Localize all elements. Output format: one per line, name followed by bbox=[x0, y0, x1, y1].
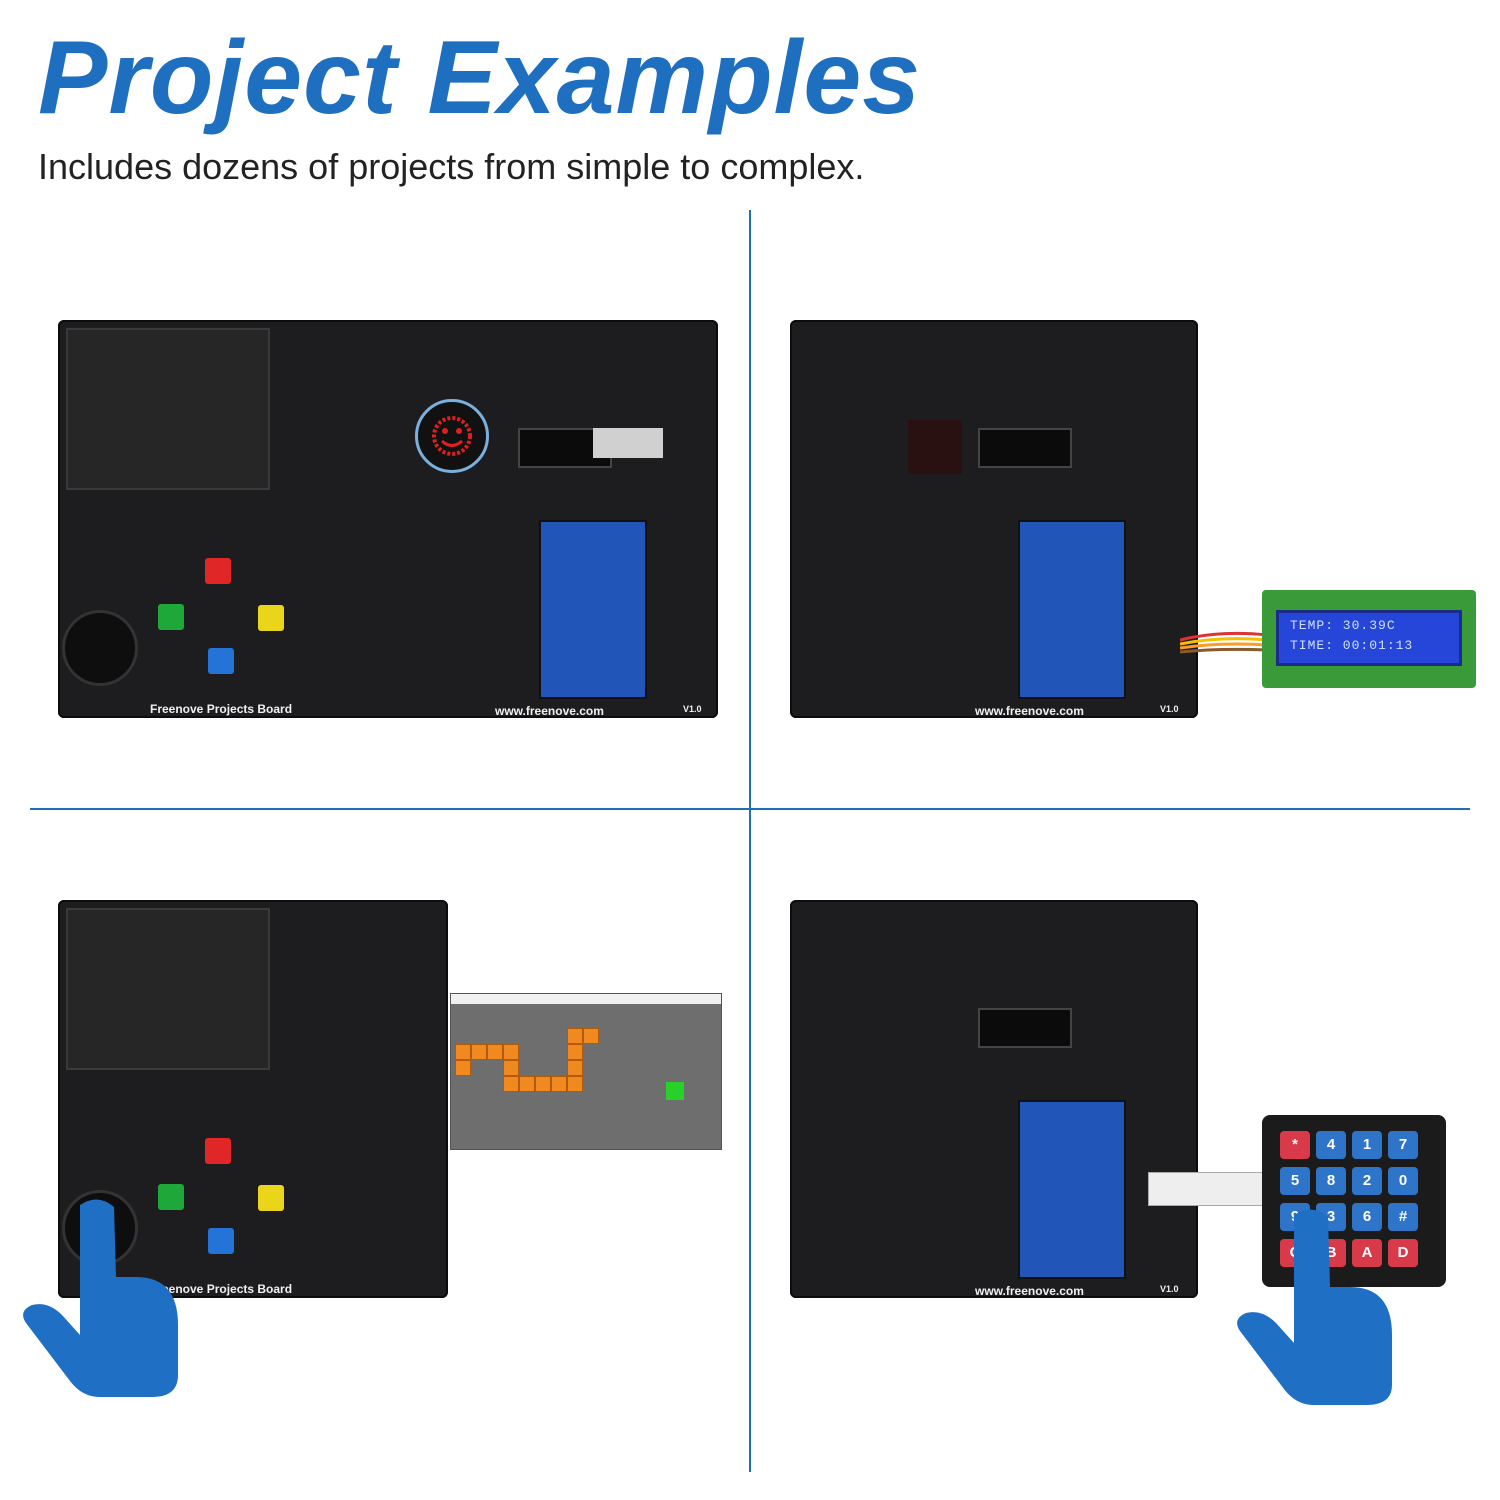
snake-segment bbox=[503, 1044, 519, 1060]
blue-button bbox=[208, 648, 234, 674]
projects-board-keypad: www.freenove.com V1.0 bbox=[790, 900, 1198, 1298]
projects-board-led-matrix: Freenove Projects Board www.freenove.com… bbox=[58, 320, 718, 718]
snake-segment bbox=[551, 1076, 567, 1092]
smiley-icon bbox=[432, 416, 472, 456]
membrane-keypad: * 4 1 7 5 8 2 0 9 3 6 # C B A D bbox=[1262, 1115, 1446, 1287]
lcd-line-2: TIME: 00:01:13 bbox=[1290, 638, 1414, 653]
yellow-button bbox=[258, 605, 284, 631]
snake-segment bbox=[583, 1028, 599, 1044]
keypad-key: 0 bbox=[1388, 1167, 1418, 1195]
board-url: www.freenove.com bbox=[975, 1284, 1084, 1298]
rfid-module bbox=[1018, 1100, 1126, 1279]
snake-segment bbox=[567, 1044, 583, 1060]
hand-pointer-icon bbox=[23, 1199, 178, 1397]
keypad-key: 1 bbox=[1352, 1131, 1382, 1159]
snake-game-window bbox=[450, 993, 722, 1150]
snake-segment bbox=[503, 1076, 519, 1092]
led-matrix bbox=[415, 399, 489, 473]
snake-segment bbox=[535, 1076, 551, 1092]
snake-segment bbox=[567, 1060, 583, 1076]
page-subtitle: Includes dozens of projects from simple … bbox=[38, 146, 865, 187]
green-button bbox=[158, 1184, 184, 1210]
keypad-key: 2 bbox=[1352, 1167, 1382, 1195]
keypad-key: A bbox=[1352, 1239, 1382, 1267]
board-version: V1.0 bbox=[1160, 1284, 1179, 1294]
keypad-key: # bbox=[1388, 1203, 1418, 1231]
lcd-line-1: TEMP: 30.39C bbox=[1290, 618, 1396, 633]
blue-button bbox=[208, 1228, 234, 1254]
board-url: www.freenove.com bbox=[495, 704, 604, 718]
green-button bbox=[158, 604, 184, 630]
projects-board-snake: Freenove Projects Board bbox=[58, 900, 448, 1298]
snake-segment bbox=[471, 1044, 487, 1060]
yellow-button bbox=[258, 1185, 284, 1211]
control-board-module bbox=[66, 328, 270, 490]
led-matrix bbox=[908, 420, 962, 474]
keypad-key: 7 bbox=[1388, 1131, 1418, 1159]
keypad-key: * bbox=[1280, 1131, 1310, 1159]
keypad-ribbon-cable bbox=[1148, 1172, 1268, 1206]
board-label: Freenove Projects Board bbox=[150, 1282, 293, 1296]
lcd-screen: TEMP: 30.39C TIME: 00:01:13 bbox=[1276, 610, 1462, 666]
red-button bbox=[205, 1138, 231, 1164]
seven-segment-display bbox=[978, 428, 1072, 468]
snake-segment bbox=[503, 1060, 519, 1076]
hand-pointer-icon bbox=[1237, 1209, 1392, 1405]
control-board-module bbox=[66, 908, 270, 1070]
keypad-key: 5 bbox=[1280, 1167, 1310, 1195]
keypad-key: 8 bbox=[1316, 1167, 1346, 1195]
board-version: V1.0 bbox=[683, 704, 702, 714]
snake-segment bbox=[519, 1076, 535, 1092]
projects-board-lcd: www.freenove.com V1.0 bbox=[790, 320, 1198, 718]
board-label: Freenove Projects Board bbox=[150, 702, 293, 716]
snake-segment bbox=[455, 1044, 471, 1060]
snake-segment bbox=[567, 1028, 583, 1044]
keypad-key: 4 bbox=[1316, 1131, 1346, 1159]
led-bar bbox=[593, 428, 663, 458]
seven-segment-display bbox=[978, 1008, 1072, 1048]
board-url: www.freenove.com bbox=[975, 704, 1084, 718]
divider-horizontal bbox=[30, 808, 1470, 810]
joystick bbox=[62, 610, 138, 686]
lcd-module: TEMP: 30.39C TIME: 00:01:13 bbox=[1262, 590, 1476, 688]
keypad-key: D bbox=[1388, 1239, 1418, 1267]
red-button bbox=[205, 558, 231, 584]
rfid-module bbox=[539, 520, 647, 699]
snake-segment bbox=[455, 1060, 471, 1076]
lcd-cable bbox=[1180, 631, 1269, 654]
snake-segment bbox=[487, 1044, 503, 1060]
page-title: Project Examples bbox=[38, 20, 922, 136]
snake-segment bbox=[567, 1076, 583, 1092]
snake-food bbox=[666, 1082, 684, 1100]
window-titlebar bbox=[451, 994, 721, 1004]
board-version: V1.0 bbox=[1160, 704, 1179, 714]
divider-vertical bbox=[749, 210, 751, 1472]
rfid-module bbox=[1018, 520, 1126, 699]
keypad-key: 6 bbox=[1352, 1203, 1382, 1231]
